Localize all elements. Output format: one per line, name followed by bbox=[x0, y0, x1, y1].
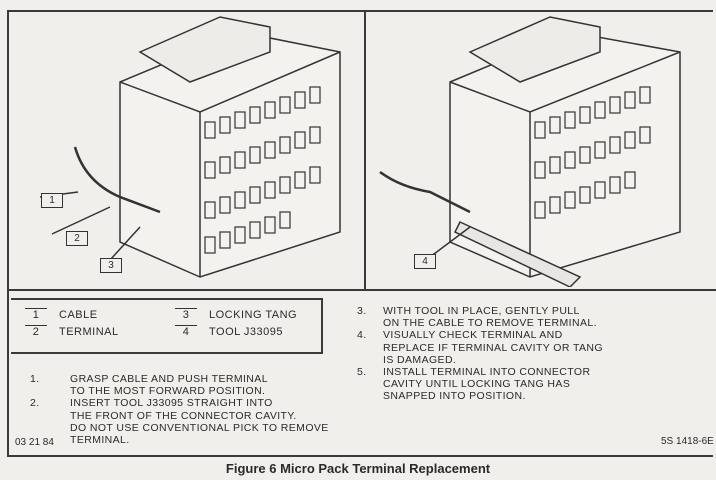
step-text: IS DAMAGED. bbox=[383, 353, 457, 366]
legend: 1 CABLE 2 TERMINAL 3 LOCKING TANG 4 TOOL J33… bbox=[11, 298, 323, 354]
step-number: 1. bbox=[30, 373, 40, 385]
legend-label: TOOL J33095 bbox=[209, 325, 283, 338]
step-text: CAVITY UNTIL LOCKING TANG HAS bbox=[383, 378, 571, 391]
step-text: TO THE MOST FORWARD POSITION. bbox=[70, 385, 266, 398]
figure-caption: Figure 6 Micro Pack Terminal Replacement bbox=[225, 461, 491, 476]
legend-item: 4 TOOL J33095 bbox=[175, 325, 283, 338]
divider bbox=[7, 289, 716, 291]
callout-terminal: 2 bbox=[66, 231, 88, 246]
legend-number: 3 bbox=[175, 308, 197, 321]
legend-item: 2 TERMINAL bbox=[25, 325, 119, 338]
figure-code: 5S 1418-6E bbox=[661, 436, 714, 447]
step-text: SNAPPED INTO POSITION. bbox=[383, 390, 526, 403]
legend-number: 1 bbox=[25, 308, 47, 321]
step-text: DO NOT USE CONVENTIONAL PICK TO REMOVE bbox=[70, 421, 329, 434]
step-text: INSTALL TERMINAL INTO CONNECTOR bbox=[383, 366, 591, 379]
step-text: VISUALLY CHECK TERMINAL AND bbox=[383, 329, 563, 342]
step-text: TERMINAL. bbox=[70, 434, 130, 447]
step-text: INSERT TOOL J33095 STRAIGHT INTO bbox=[70, 397, 273, 410]
legend-number: 4 bbox=[175, 325, 197, 338]
step-text: GRASP CABLE AND PUSH TERMINAL bbox=[70, 373, 268, 385]
legend-item: 1 CABLE bbox=[25, 308, 98, 321]
connector-illustration-step-1 bbox=[40, 16, 341, 278]
step-text: WITH TOOL IN PLACE, GENTLY PULL bbox=[383, 305, 580, 317]
legend-number: 2 bbox=[25, 325, 47, 338]
date-code: 03 21 84 bbox=[15, 437, 54, 448]
figure-frame bbox=[7, 10, 713, 457]
step-number: 4. bbox=[357, 329, 367, 342]
step-text: REPLACE IF TERMINAL CAVITY OR TANG bbox=[383, 341, 603, 354]
step-number: 2. bbox=[30, 397, 40, 410]
step-number: 3. bbox=[357, 305, 367, 317]
step-text: ON THE CABLE TO REMOVE TERMINAL. bbox=[383, 317, 597, 330]
legend-label: LOCKING TANG bbox=[209, 308, 298, 321]
divider bbox=[364, 10, 366, 290]
legend-item: 3 LOCKING TANG bbox=[175, 308, 297, 321]
step-number: 5. bbox=[357, 366, 367, 379]
connector-illustration-step-2 bbox=[379, 16, 681, 287]
callout-locking-tang: 3 bbox=[100, 258, 122, 273]
step-text: THE FRONT OF THE CONNECTOR CAVITY. bbox=[70, 409, 297, 422]
callout-cable: 1 bbox=[41, 193, 63, 208]
callout-tool: 4 bbox=[414, 254, 436, 269]
legend-label: CABLE bbox=[59, 308, 98, 321]
legend-label: TERMINAL bbox=[59, 325, 119, 338]
